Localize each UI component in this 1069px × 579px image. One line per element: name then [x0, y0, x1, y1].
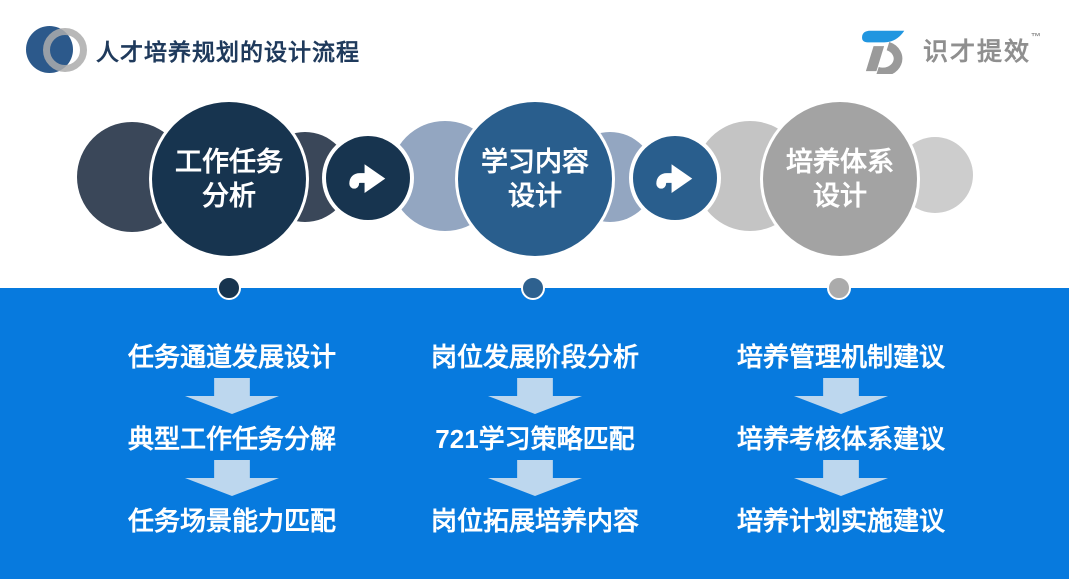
flow-arrow-circle [326, 136, 410, 220]
step-label-line2: 分析 [202, 181, 256, 211]
column-system-design: 培养管理机制建议 培养考核体系建议 培养计划实施建议 [681, 342, 1001, 536]
flow-step-item: 721学习策略匹配 [435, 424, 635, 454]
step-dot [217, 276, 241, 300]
down-arrow-icon [488, 378, 582, 414]
right-arrow-icon [656, 164, 693, 193]
step-label-line2: 设计 [813, 181, 867, 211]
flow-step-item: 岗位拓展培养内容 [430, 506, 639, 536]
step-label-line1: 培养体系 [786, 147, 894, 177]
title-badge-icon [26, 25, 106, 75]
flow-step-item: 培养管理机制建议 [736, 342, 945, 372]
logo-mark-icon [862, 30, 905, 74]
down-arrow-icon [185, 378, 279, 414]
flow-step-item: 任务场景能力匹配 [127, 506, 336, 536]
step-circle-system-design: 培养体系 设计 [763, 102, 917, 256]
step-circle-task-analysis: 工作任务 分析 [152, 102, 306, 256]
flow-arrow-circle [633, 136, 717, 220]
badge-ring-icon [43, 28, 87, 72]
page-title: 人才培养规划的设计流程 [96, 39, 360, 65]
step-label-line2: 设计 [508, 181, 562, 211]
column-learning-design: 岗位发展阶段分析 721学习策略匹配 岗位拓展培养内容 [375, 342, 695, 536]
down-arrow-icon [794, 460, 888, 496]
step-label-line1: 学习内容 [481, 147, 589, 177]
step-label-line1: 工作任务 [175, 147, 283, 177]
step-dot [521, 276, 545, 300]
flow-step-item: 培养计划实施建议 [736, 506, 945, 536]
flow-step-item: 任务通道发展设计 [127, 342, 336, 372]
flow-step-item: 岗位发展阶段分析 [430, 342, 639, 372]
detail-band: 任务通道发展设计 典型工作任务分解 任务场景能力匹配 岗位发展阶段分析 721学… [0, 288, 1069, 579]
right-arrow-icon [349, 164, 386, 193]
flow-step-item: 典型工作任务分解 [127, 424, 336, 454]
down-arrow-icon [488, 460, 582, 496]
logo-text: 识才提效™ [923, 32, 1043, 68]
down-arrow-icon [794, 378, 888, 414]
step-dot [827, 276, 851, 300]
logo-tm: ™ [1031, 32, 1043, 43]
logo: 识才提效™ [858, 26, 1043, 74]
down-arrow-icon [185, 460, 279, 496]
flow-step-item: 培养考核体系建议 [736, 424, 945, 454]
step-circle-learning-design: 学习内容 设计 [458, 102, 612, 256]
column-task-analysis: 任务通道发展设计 典型工作任务分解 任务场景能力匹配 [72, 342, 392, 536]
logo-name: 识才提效 [922, 38, 1031, 66]
